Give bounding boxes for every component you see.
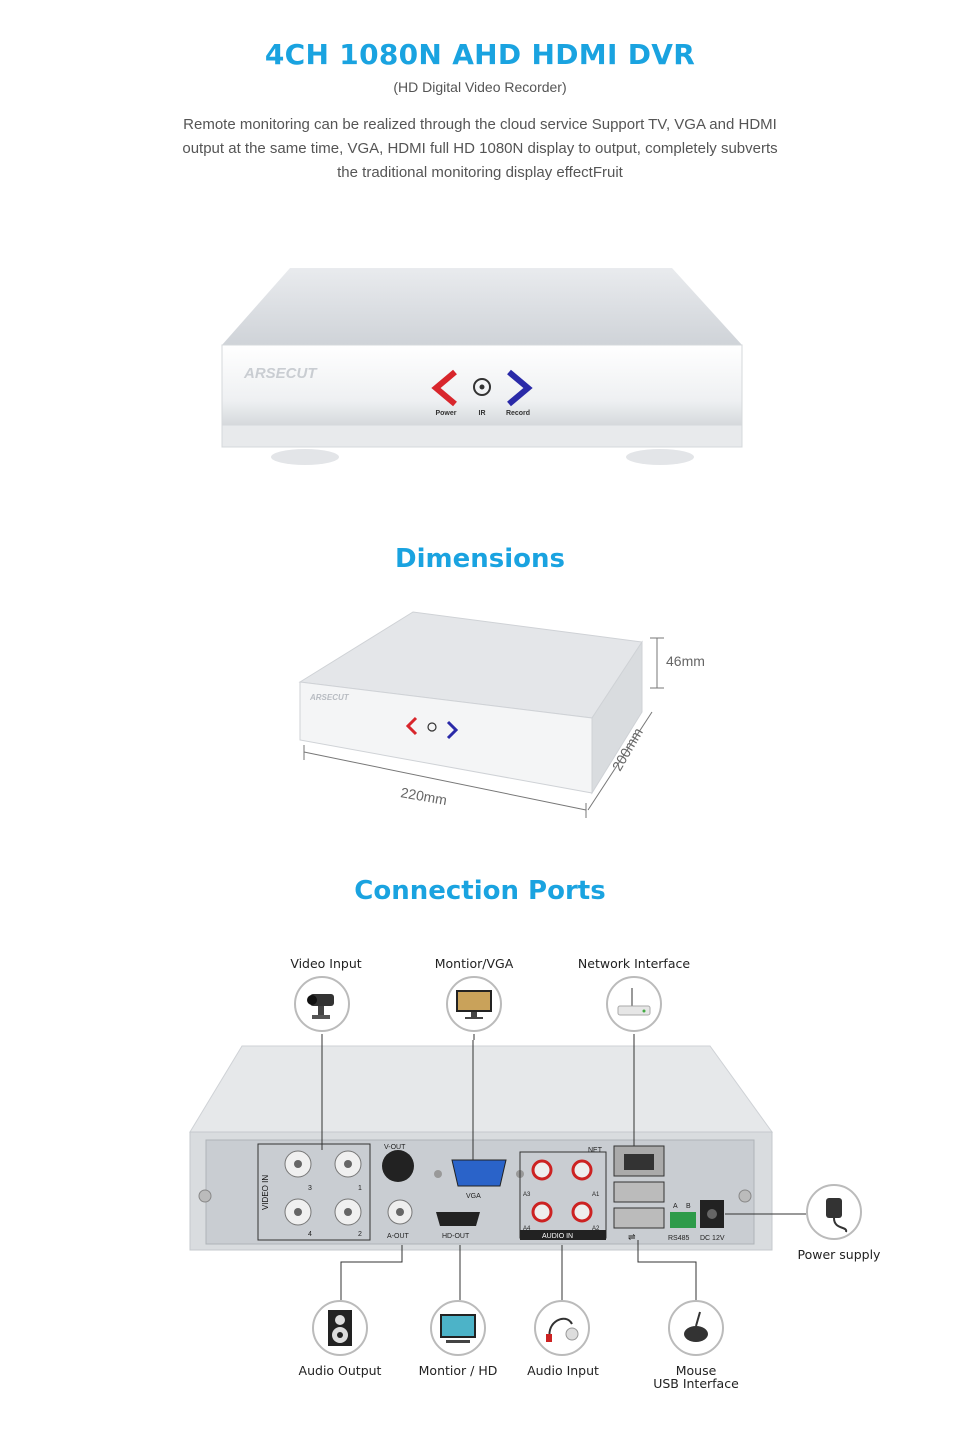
vga-label: Montior/VGA [434, 956, 514, 971]
record-label: Record [506, 410, 530, 417]
tv-icon [430, 1300, 486, 1356]
depth-dimension-line [587, 711, 653, 811]
usb-port-1 [613, 1181, 665, 1203]
svg-text:A-OUT: A-OUT [387, 1233, 410, 1240]
svg-text:A3: A3 [523, 1192, 531, 1198]
svg-text:AUDIO IN: AUDIO IN [542, 1233, 573, 1240]
usb-interface-label: USB Interface [653, 1376, 739, 1391]
hdmi-port [436, 1212, 480, 1226]
camera-icon [294, 976, 350, 1032]
v-out-port [382, 1150, 414, 1182]
ir-sensor-icon [473, 378, 491, 396]
power-adapter-icon [806, 1184, 862, 1240]
page-description: Remote monitoring can be realized throug… [182, 116, 778, 181]
record-arrow-icon [507, 369, 533, 407]
network-label: Network Interface [577, 956, 691, 971]
brand-logo-small: ARSECUT [309, 693, 350, 702]
video-in-text: VIDEO IN [261, 1175, 270, 1210]
dimensions-title: Dimensions [395, 544, 565, 574]
width-dimension-line [303, 751, 587, 811]
svg-text:RS485: RS485 [668, 1235, 690, 1242]
speaker-icon [312, 1300, 368, 1356]
power-label: Power [435, 410, 456, 417]
page-title: 4CH 1080N AHD HDMI DVR [264, 38, 696, 71]
audio-input-label: Audio Input [527, 1363, 599, 1378]
width-value: 220mm [399, 784, 448, 808]
svg-text:2: 2 [358, 1231, 362, 1238]
power-supply-label: Power supply [797, 1247, 881, 1262]
dvr-front-image: ARSECUT Power IR Record [221, 268, 743, 465]
svg-text:V-OUT: V-OUT [384, 1144, 406, 1151]
svg-text:HD-OUT: HD-OUT [442, 1233, 470, 1240]
brand-logo: ARSECUT [243, 365, 318, 382]
mouse-icon [668, 1300, 724, 1356]
monitor-hd-label: Montior / HD [418, 1363, 498, 1378]
svg-text:B: B [686, 1203, 691, 1210]
mouse-label: Mouse [675, 1363, 717, 1378]
svg-text:4: 4 [308, 1231, 312, 1238]
video-input-label: Video Input [290, 956, 362, 971]
connection-title: Connection Ports [354, 876, 606, 906]
svg-text:3: 3 [308, 1185, 312, 1192]
height-value: 46mm [666, 653, 705, 669]
svg-text:DC 12V: DC 12V [700, 1235, 725, 1242]
svg-text:A4: A4 [523, 1226, 531, 1232]
usb-port-2 [613, 1207, 665, 1229]
page-subtitle: (HD Digital Video Recorder) [393, 79, 567, 95]
svg-text:1: 1 [358, 1185, 362, 1192]
svg-text:A: A [673, 1203, 678, 1210]
dvr-back-panel-image: VIDEO IN 3 1 4 2 V-OUT A-OUT VGA HD-OUT … [189, 1040, 780, 1251]
vga-port [451, 1159, 507, 1187]
audio-output-label: Audio Output [298, 1363, 382, 1378]
monitor-icon [446, 976, 502, 1032]
usb-symbol-icon: ⇌ [628, 1232, 636, 1242]
rs485-terminal [670, 1212, 696, 1228]
svg-text:NET: NET [588, 1147, 603, 1154]
svg-text:A2: A2 [592, 1226, 600, 1232]
svg-text:VGA: VGA [466, 1193, 481, 1200]
leader-lines [321, 1034, 806, 1300]
dvr-dimensions-image: ARSECUT 46mm 220mm 200mm [298, 611, 705, 818]
power-arrow-icon [431, 369, 457, 407]
microphone-icon [534, 1300, 590, 1356]
svg-text:A1: A1 [592, 1192, 600, 1198]
ir-label: IR [479, 410, 486, 417]
router-icon [606, 976, 662, 1032]
